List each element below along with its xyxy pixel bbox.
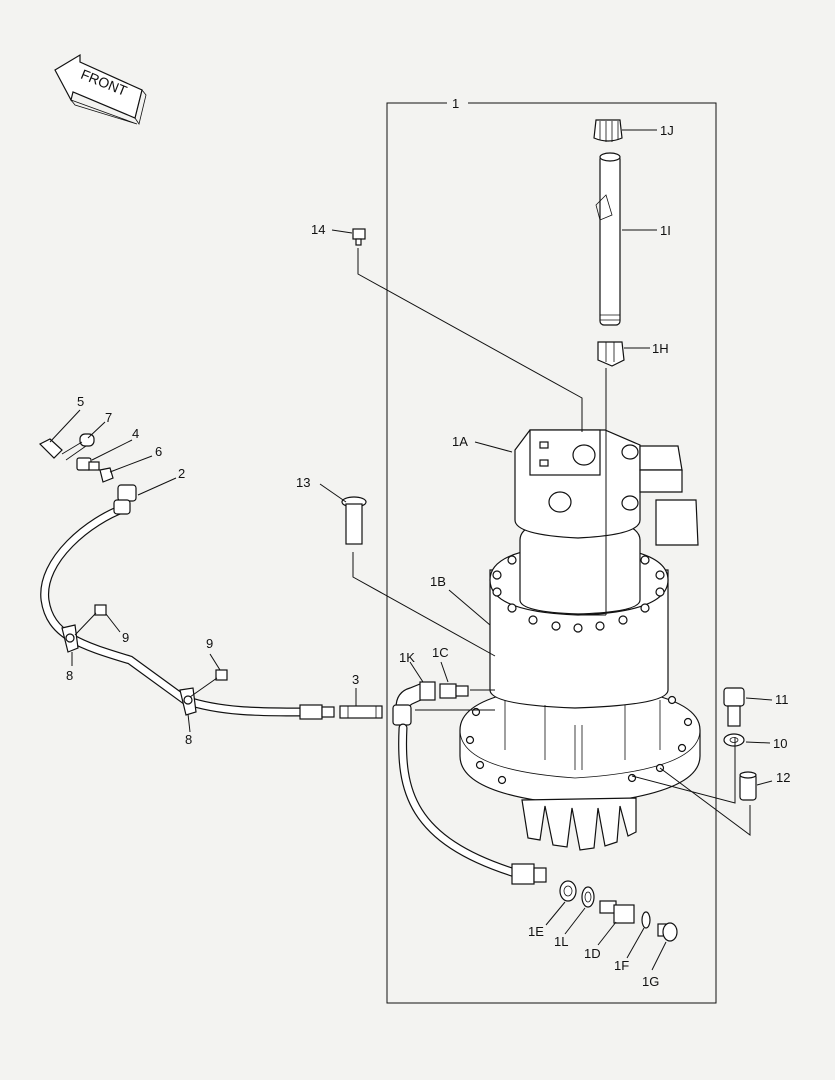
- part-1J-cap: [593, 119, 623, 142]
- callout-1G: 1G: [642, 974, 659, 989]
- part-1L-washer: [581, 886, 595, 908]
- callout-7: 7: [105, 410, 112, 425]
- callout-1E: 1E: [528, 924, 544, 939]
- part-1C-nipple: [439, 683, 469, 699]
- guide-line-13: [352, 552, 496, 657]
- part-12-cap: [739, 771, 757, 801]
- front-direction-arrow: FRONT: [54, 53, 147, 125]
- part-2-hose: [40, 484, 335, 720]
- part-1E-nut: [559, 880, 577, 902]
- callout-1K: 1K: [399, 650, 415, 665]
- part-3-adapter: [339, 705, 383, 719]
- part-1H-adapter: [597, 341, 625, 367]
- part-1D-adapter: [599, 900, 635, 924]
- callout-1I: 1I: [660, 223, 671, 238]
- callout-1C: 1C: [432, 645, 449, 660]
- part-1K-elbow: [395, 681, 436, 715]
- callout-1: 1: [452, 96, 459, 111]
- callout-labels: 1 1J 1I 1H 14 1A 1B 13 1K 1C 3 2 5 7 4 6…: [66, 96, 790, 989]
- part-1G-plug: [657, 922, 678, 942]
- part-13-pin: [341, 496, 367, 545]
- part-8-clamp-b: [179, 687, 197, 716]
- part-9-bolt-b: [215, 669, 228, 681]
- part-7-clip: [61, 433, 95, 461]
- guide-line-14: [357, 248, 583, 432]
- part-1I-gauge-pipe: [595, 152, 621, 326]
- callout-8b: 8: [185, 732, 192, 747]
- callout-1J: 1J: [660, 123, 674, 138]
- guide-line-10: [631, 737, 736, 804]
- callout-9a: 9: [122, 630, 129, 645]
- guide-line-12: [659, 767, 751, 836]
- callout-4: 4: [132, 426, 139, 441]
- part-11-bolt: [723, 687, 745, 727]
- part-14-bolt: [352, 228, 366, 246]
- part-6-nut: [99, 467, 114, 483]
- swing-motor-assembly: [459, 429, 701, 851]
- callout-9b: 9: [206, 636, 213, 651]
- callout-5: 5: [77, 394, 84, 409]
- callout-14: 14: [311, 222, 325, 237]
- leader-lines: [49, 129, 773, 971]
- callout-2: 2: [178, 466, 185, 481]
- callout-10: 10: [773, 736, 787, 751]
- part-10-washer: [723, 733, 745, 747]
- callout-11: 11: [775, 692, 789, 707]
- part-9-bolt-a: [94, 604, 107, 616]
- drain-hose: [392, 704, 547, 885]
- callout-1D: 1D: [584, 946, 601, 961]
- part-1F-oring: [641, 911, 651, 929]
- callout-1F: 1F: [614, 958, 629, 973]
- callout-1H: 1H: [652, 341, 669, 356]
- callout-1B: 1B: [430, 574, 446, 589]
- part-4-nut: [76, 457, 100, 471]
- callout-3: 3: [352, 672, 359, 687]
- callout-1A: 1A: [452, 434, 468, 449]
- callout-6: 6: [155, 444, 162, 459]
- callout-8a: 8: [66, 668, 73, 683]
- part-5-fitting: [38, 438, 63, 459]
- callout-13: 13: [296, 475, 310, 490]
- callout-12: 12: [776, 770, 790, 785]
- callout-1L: 1L: [554, 934, 568, 949]
- part-8-clamp-a: [61, 624, 79, 653]
- group-bracket-1: [386, 102, 717, 1004]
